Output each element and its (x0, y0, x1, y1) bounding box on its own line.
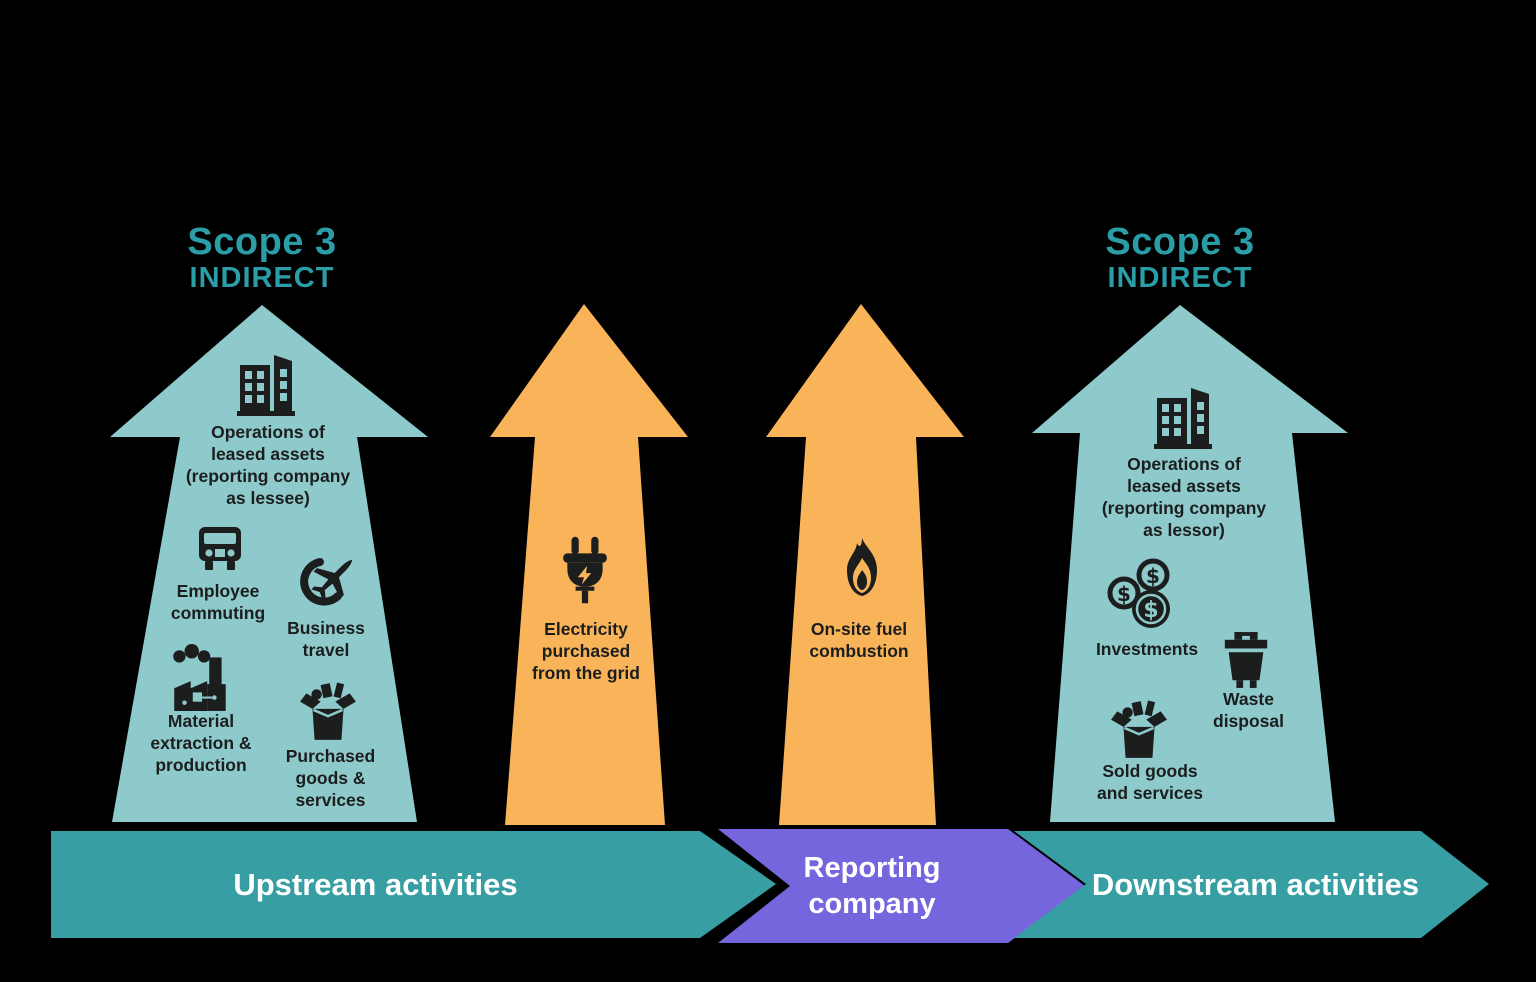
svg-text:$: $ (1143, 598, 1158, 623)
material-extraction-label: Material extraction & production (150, 711, 252, 775)
open-box-icon (1108, 700, 1170, 760)
right-scope-title: Scope 3 (1105, 221, 1255, 263)
onsite-fuel-label: On-site fuel combustion (809, 619, 909, 661)
business-travel-label: Business travel (287, 618, 365, 660)
upstream-activities-banner (51, 831, 776, 938)
svg-text:$: $ (1117, 582, 1131, 606)
sold-goods-label: Sold goods and services (1096, 761, 1204, 803)
airplane-icon (290, 551, 362, 609)
leased-assets-lessee-label: Operations of leased assets (reporting c… (185, 422, 351, 508)
waste-disposal-label: Waste disposal (1213, 689, 1284, 731)
office-building-icon (237, 350, 295, 420)
svg-text:$: $ (1146, 564, 1160, 588)
dumpster-icon (1220, 632, 1272, 688)
factory-icon (170, 643, 232, 713)
leased-assets-lessor-label: Operations of leased assets (reporting c… (1101, 454, 1267, 540)
coins-icon: $ $ $ (1104, 556, 1176, 632)
employee-commuting-label: Employee commuting (170, 581, 266, 623)
electricity-grid-label: Electricity purchased from the grid (532, 619, 640, 683)
open-box-icon (297, 682, 359, 742)
plug-icon (558, 530, 612, 610)
reporting-company-label: Reporting company (803, 852, 941, 920)
downstream-activities-banner (1014, 831, 1489, 938)
purchased-goods-label: Purchased goods & services (285, 746, 376, 810)
upstream-activities-label: Upstream activities (233, 866, 518, 902)
bus-icon (196, 522, 244, 574)
left-scope-subtitle: INDIRECT (189, 262, 335, 294)
investments-label: Investments (1095, 639, 1199, 659)
right-scope-heading: Scope 3 INDIRECT (1060, 222, 1300, 294)
office-building-icon (1154, 383, 1212, 453)
downstream-activities-label: Downstream activities (1091, 866, 1420, 902)
left-scope-heading: Scope 3 INDIRECT (142, 222, 382, 294)
right-scope-subtitle: INDIRECT (1107, 262, 1253, 294)
left-scope-title: Scope 3 (187, 221, 337, 263)
flame-icon (834, 530, 890, 610)
